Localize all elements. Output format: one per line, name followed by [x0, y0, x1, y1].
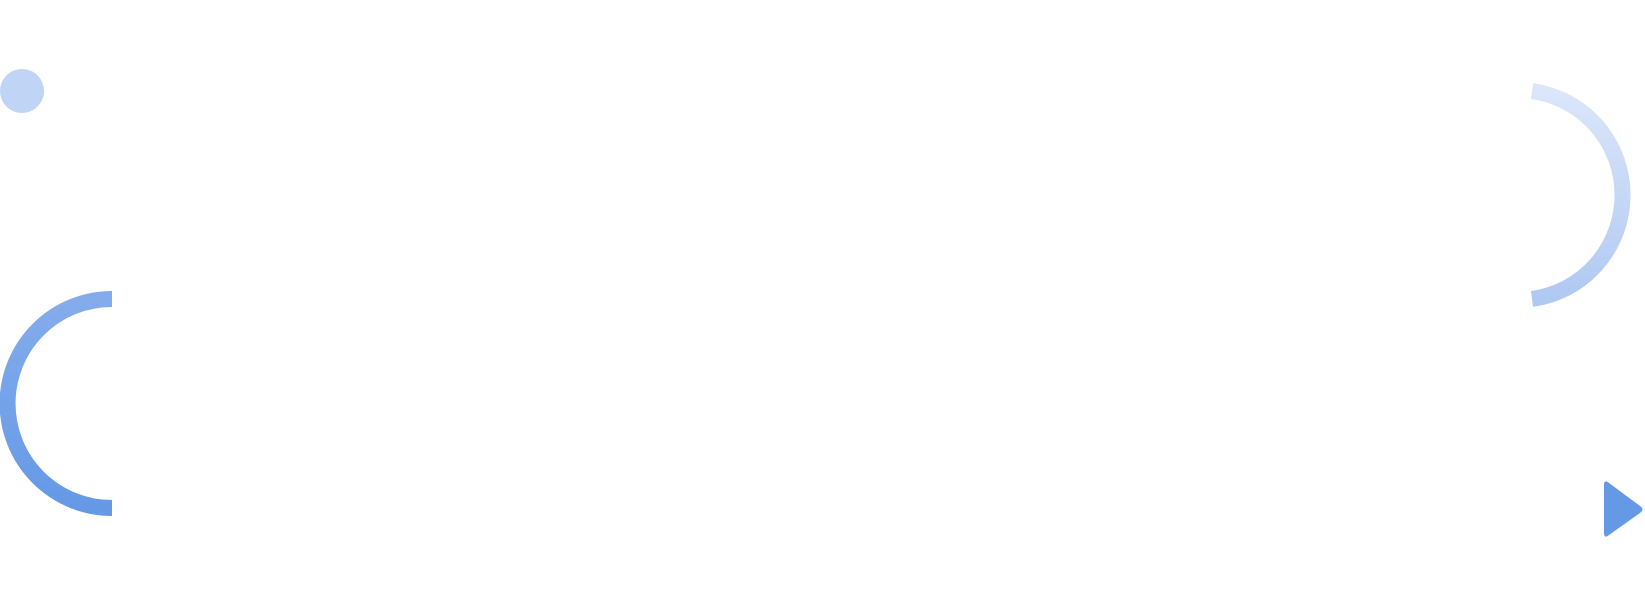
path-turn-left — [0, 291, 113, 516]
start-circle-marker — [0, 69, 44, 113]
path-turn-right — [1530, 83, 1631, 307]
end-arrowhead-icon — [1604, 481, 1643, 537]
